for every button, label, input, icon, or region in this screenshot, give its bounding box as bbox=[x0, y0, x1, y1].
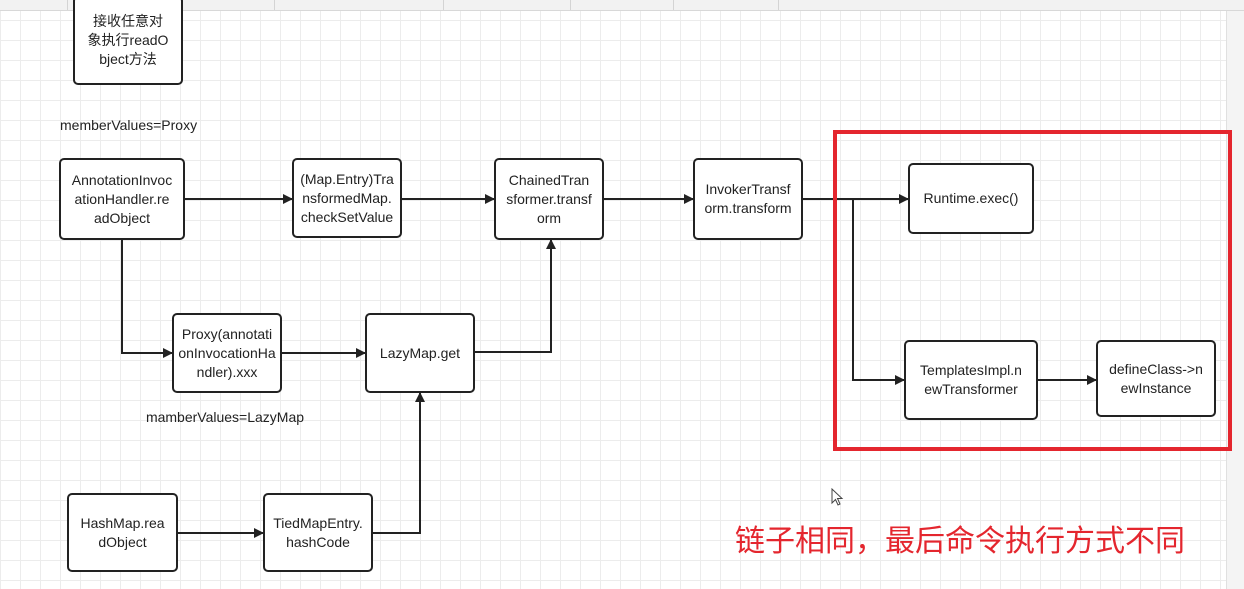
mouse-pointer-icon bbox=[831, 488, 844, 506]
highlight-box bbox=[833, 130, 1232, 451]
node-tiedmap-entry[interactable]: TiedMapEntry.hashCode bbox=[263, 493, 373, 572]
node-transformed-map-check-set-value[interactable]: (Map.Entry)TransformedMap.checkSetValue bbox=[292, 158, 402, 238]
node-hashmap-read-object[interactable]: HashMap.readObject bbox=[67, 493, 178, 572]
node-annotation-invocation-handler[interactable]: AnnotationInvocationHandler.readObject bbox=[59, 158, 185, 240]
node-runtime-exec[interactable]: Runtime.exec() bbox=[908, 163, 1034, 234]
tab-separator bbox=[778, 0, 779, 10]
tab-separator bbox=[274, 0, 275, 10]
edge-tiedmap-lazymap bbox=[373, 392, 425, 534]
tab-separator bbox=[570, 0, 571, 10]
node-lazymap-get[interactable]: LazyMap.get bbox=[365, 313, 475, 393]
node-define-class[interactable]: defineClass->newInstance bbox=[1096, 340, 1216, 417]
node-proxy[interactable]: Proxy(annotationInvocationHandler).xxx bbox=[172, 313, 282, 393]
tab-separator bbox=[67, 0, 68, 10]
tab-separator bbox=[673, 0, 674, 10]
node-invoker-transformer[interactable]: InvokerTransform.transform bbox=[693, 158, 803, 240]
node-receive-object[interactable]: 接收任意对象执行readObject方法 bbox=[73, 0, 183, 85]
top-tab-bar bbox=[0, 0, 1244, 11]
node-templates-impl[interactable]: TemplatesImpl.newTransformer bbox=[904, 340, 1038, 420]
node-chained-transformer[interactable]: ChainedTransformer.transform bbox=[494, 158, 604, 240]
edge-annotation-proxy bbox=[121, 240, 173, 358]
tab-separator bbox=[443, 0, 444, 10]
annotation-caption: 链子相同，最后命令执行方式不同 bbox=[735, 524, 1185, 559]
label-member-values-proxy: memberValues=Proxy bbox=[60, 117, 198, 133]
edge-lazymap-chained bbox=[475, 239, 556, 353]
label-member-values-lazymap: mamberValues=LazyMap bbox=[145, 409, 305, 425]
edge-invoker-templates bbox=[852, 199, 905, 385]
